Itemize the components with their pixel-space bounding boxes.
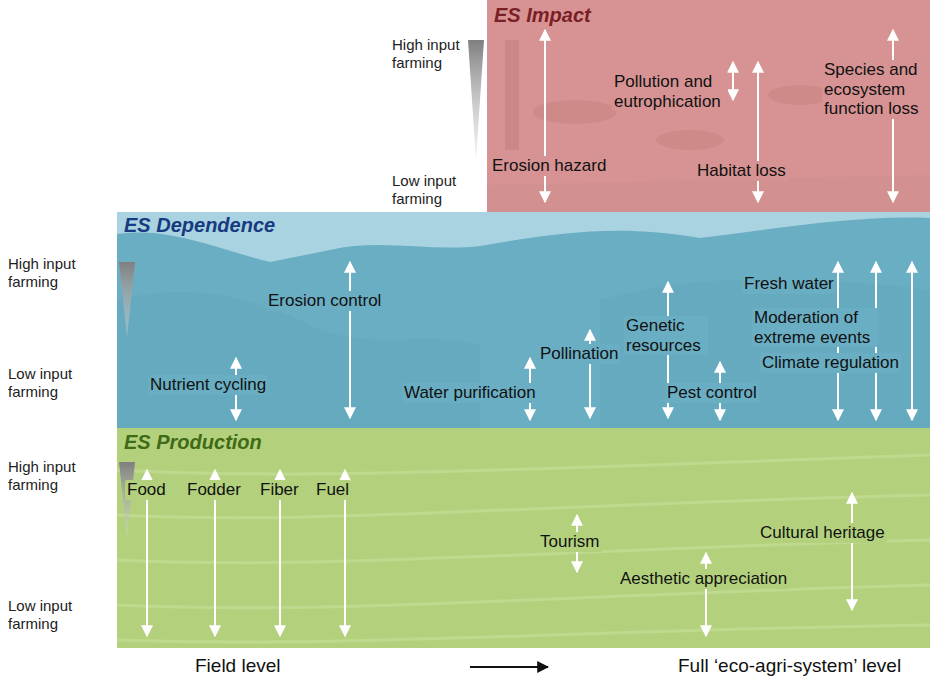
service-label: Habitat loss bbox=[695, 161, 788, 181]
range-arrow bbox=[851, 493, 853, 610]
production-ground bbox=[117, 428, 930, 648]
service-label: Water purification bbox=[402, 383, 538, 403]
terrace-line bbox=[117, 455, 930, 474]
herder-figure bbox=[505, 40, 519, 150]
input-level-label: Low input farming bbox=[392, 172, 474, 208]
service-label: Tourism bbox=[538, 532, 602, 552]
terrace-line bbox=[117, 585, 930, 608]
input-level-label: Low input farming bbox=[8, 597, 90, 633]
input-level-label: High input farming bbox=[8, 458, 90, 494]
range-arrow bbox=[732, 62, 734, 100]
service-label: Fresh water bbox=[742, 274, 836, 294]
service-label: Pest control bbox=[665, 383, 759, 403]
service-label: Aesthetic appreciation bbox=[618, 569, 789, 589]
service-band: ES DependenceErosion controlNutrient cyc… bbox=[117, 212, 930, 428]
service-label: Pollination bbox=[538, 344, 620, 364]
impact-ground bbox=[487, 0, 930, 212]
band-heading: ES Impact bbox=[492, 4, 593, 27]
range-arrow bbox=[911, 262, 913, 420]
service-label: Nutrient cycling bbox=[148, 375, 268, 395]
terrace-line bbox=[117, 625, 930, 642]
terrace-line bbox=[117, 540, 930, 563]
service-label: Cultural heritage bbox=[758, 523, 887, 543]
service-label: Genetic resources bbox=[624, 316, 708, 355]
service-label: Fuel bbox=[314, 480, 351, 500]
range-arrow bbox=[349, 262, 351, 418]
service-label: Moderation of extreme events bbox=[752, 308, 878, 347]
dependence-sky bbox=[117, 212, 930, 428]
input-level-label: High input farming bbox=[8, 255, 90, 291]
service-label: Fodder bbox=[185, 480, 243, 500]
service-label: Erosion hazard bbox=[490, 156, 608, 176]
mountain-silhouette bbox=[117, 218, 930, 428]
ground-shade bbox=[487, 175, 930, 212]
range-arrow bbox=[705, 553, 707, 636]
service-band: ES ImpactErosion hazard Pollution and eut… bbox=[487, 0, 930, 212]
service-label: Species and ecosystem function loss bbox=[822, 60, 924, 119]
input-level-label: Low input farming bbox=[8, 365, 90, 401]
band-heading: ES Dependence bbox=[122, 214, 277, 237]
service-label: Pollution and eutrophication bbox=[612, 72, 728, 111]
input-gradient-triangle bbox=[468, 40, 484, 160]
service-label: Food bbox=[125, 480, 168, 500]
input-level-label: High input farming bbox=[392, 36, 474, 72]
scale-label: Full ‘eco-agri-system’ level bbox=[678, 655, 901, 678]
service-band: ES ProductionFood Fodder Fiber FuelTourismA… bbox=[117, 428, 930, 648]
range-arrow bbox=[757, 62, 759, 202]
service-label: Climate regulation bbox=[760, 353, 901, 373]
band-heading: ES Production bbox=[122, 431, 264, 454]
mountain-ridge bbox=[117, 292, 480, 428]
service-label: Fiber bbox=[258, 480, 301, 500]
range-arrow bbox=[544, 30, 546, 202]
range-arrows bbox=[147, 30, 912, 636]
scale-arrow bbox=[470, 666, 548, 668]
input-gradient-triangle bbox=[119, 262, 135, 338]
mountain-ridge bbox=[600, 279, 930, 428]
cattle-shape bbox=[656, 130, 724, 150]
service-label: Erosion control bbox=[266, 291, 383, 311]
input-gradient-triangle bbox=[119, 462, 135, 538]
scale-label: Field level bbox=[195, 655, 281, 678]
